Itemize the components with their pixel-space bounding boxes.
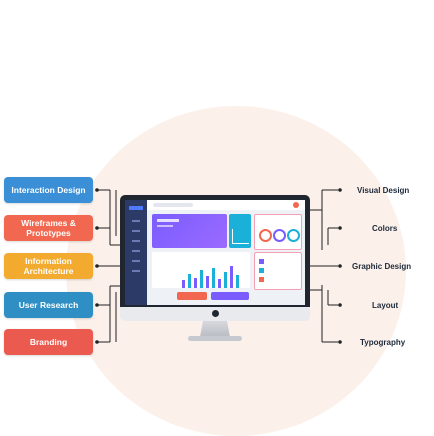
dashboard-banner (152, 214, 227, 248)
dashboard-donut-panel (254, 214, 302, 250)
dashboard-topbar (147, 200, 305, 210)
diagram-stage: Interaction Design Wireframes & Prototyp… (4, 106, 412, 436)
monitor-screen (125, 200, 305, 305)
monitor-stand (200, 321, 230, 337)
left-item-interaction-design[interactable]: Interaction Design (4, 177, 93, 203)
connector-lines (95, 188, 342, 344)
left-item-label: Interaction Design (11, 185, 86, 195)
right-item-visual-design: Visual Design (357, 186, 410, 195)
dashboard-chart-panel (229, 214, 251, 248)
dashboard-strip-purple (211, 292, 249, 300)
left-item-branding[interactable]: Branding (4, 329, 93, 355)
left-item-label: Branding (29, 337, 68, 347)
dashboard-list-panel (254, 252, 302, 290)
left-item-user-research[interactable]: User Research (4, 292, 93, 318)
left-item-label: User Research (18, 300, 79, 310)
dashboard-sidebar (125, 200, 147, 305)
right-item-typography: Typography (360, 338, 406, 347)
right-item-layout: Layout (372, 301, 399, 310)
left-item-information-architecture[interactable]: Information Architecture (4, 253, 93, 279)
right-item-graphic-design: Graphic Design (352, 262, 412, 271)
dashboard-strip-red (177, 292, 207, 300)
left-item-label: Wireframes & Prototypes (21, 218, 76, 238)
right-item-colors: Colors (372, 224, 398, 233)
left-item-label: Information Architecture (23, 256, 74, 276)
dashboard-bar-panel (152, 252, 250, 288)
left-item-wireframes-prototypes[interactable]: Wireframes & Prototypes (4, 215, 93, 241)
monitor-base (188, 336, 242, 341)
monitor-logo (212, 310, 219, 317)
